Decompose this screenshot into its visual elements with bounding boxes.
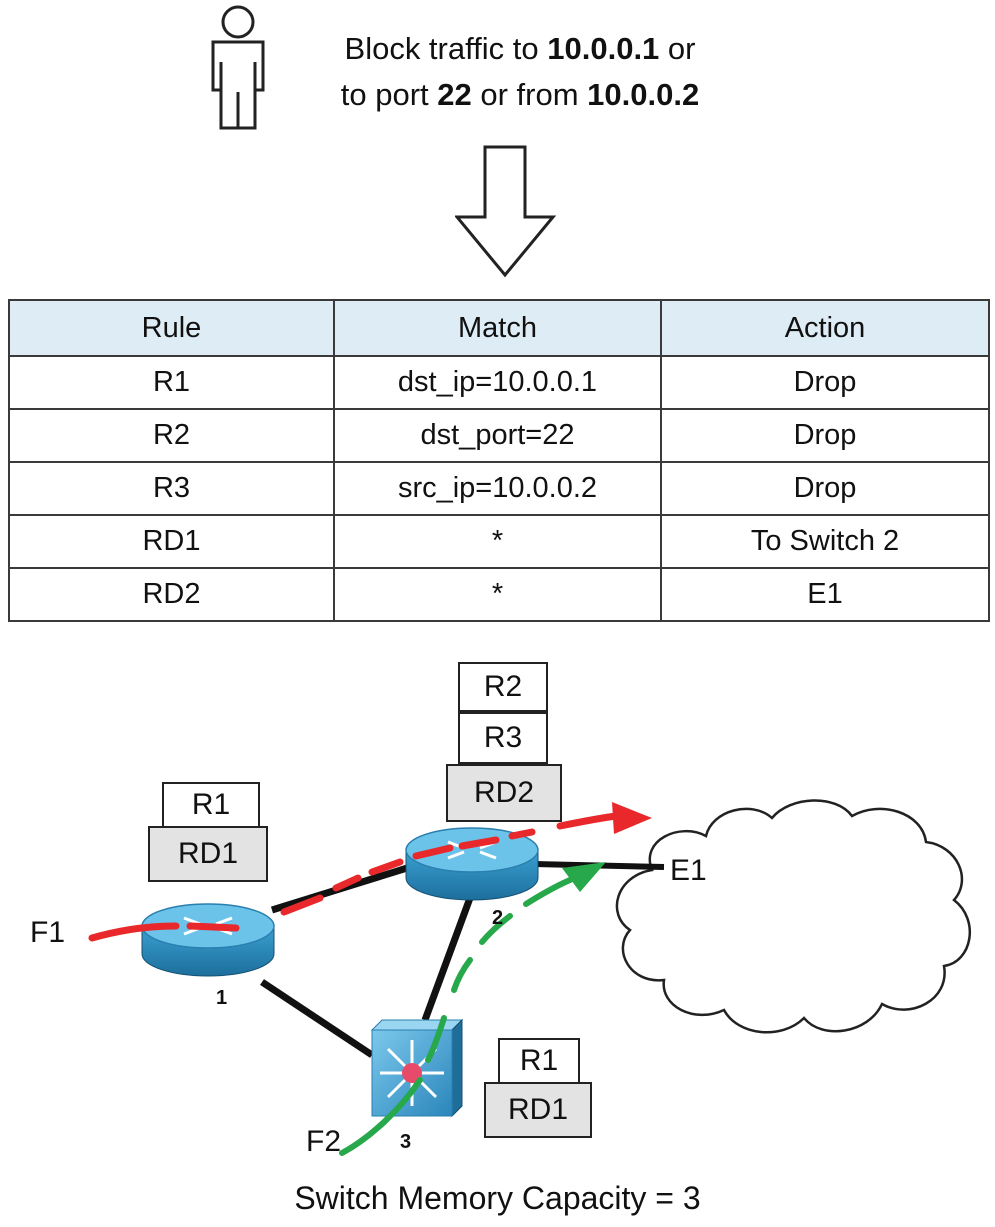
table-row: R1 dst_ip=10.0.0.1 Drop [8,355,990,410]
action-cell: Drop [660,408,990,463]
down-arrow-icon [455,145,557,278]
table-header-row: Rule Match Action [8,299,990,357]
policy-statement: Block traffic to 10.0.0.1 or to port 22 … [300,26,740,118]
flow-f1-arrowhead [612,802,652,834]
action-cell: To Switch 2 [660,514,990,569]
match-cell: src_ip=10.0.0.2 [333,461,662,516]
switch-2-rule-rd2: RD2 [446,764,562,822]
switch-2-rule-r2: R2 [458,662,548,712]
match-cell: * [333,514,662,569]
action-cell: E1 [660,567,990,622]
action-cell: Drop [660,355,990,410]
table-row: R3 src_ip=10.0.0.2 Drop [8,461,990,516]
switch-1-rule-rd1: RD1 [148,826,268,882]
link-1-3 [260,979,374,1058]
rule-cell: R1 [8,355,335,410]
switch-3-rule-rd1: RD1 [484,1082,592,1138]
memory-capacity-caption: Switch Memory Capacity = 3 [294,1180,701,1216]
table-row: RD1 * To Switch 2 [8,514,990,569]
network-diagram [88,799,971,1156]
rule-cell: R2 [8,408,335,463]
switch-1-rule-r1: R1 [162,782,260,828]
action-cell: Drop [660,461,990,516]
switch-2-number: 2 [492,907,504,929]
rule-cell: RD2 [8,567,335,622]
flow-f2-path [339,877,573,1156]
router-1 [141,903,275,977]
match-cell: dst_ip=10.0.0.1 [333,355,662,410]
router-2 [405,827,539,901]
match-cell: dst_port=22 [333,408,662,463]
cloud-icon [615,799,971,1034]
switch-3 [370,1018,464,1118]
switch-3-rule-r1: R1 [498,1038,580,1084]
table-row: RD2 * E1 [8,567,990,622]
header-match: Match [333,299,662,357]
header-action: Action [660,299,990,357]
flow-f2-arrowhead [562,862,606,892]
header-rule: Rule [8,299,335,357]
egress-e1-label: E1 [670,854,707,887]
switch-2-rule-r3: R3 [458,712,548,764]
rule-cell: RD1 [8,514,335,569]
policy-line-2: to port 22 or from 10.0.0.2 [340,77,700,112]
switch-1-number: 1 [216,987,228,1009]
flow-f1-path [88,812,620,942]
link-2-3 [421,896,474,1022]
user-icon [211,5,265,130]
rule-table: Rule Match Action R1 dst_ip=10.0.0.1 Dro… [8,299,990,622]
match-cell: * [333,567,662,622]
table-row: R2 dst_port=22 Drop [8,408,990,463]
flow-f1-label: F1 [30,916,66,949]
policy-line-1: Block traffic to 10.0.0.1 or [344,31,696,66]
switch-3-number: 3 [400,1131,412,1153]
rule-cell: R3 [8,461,335,516]
flow-f2-label: F2 [306,1125,342,1158]
